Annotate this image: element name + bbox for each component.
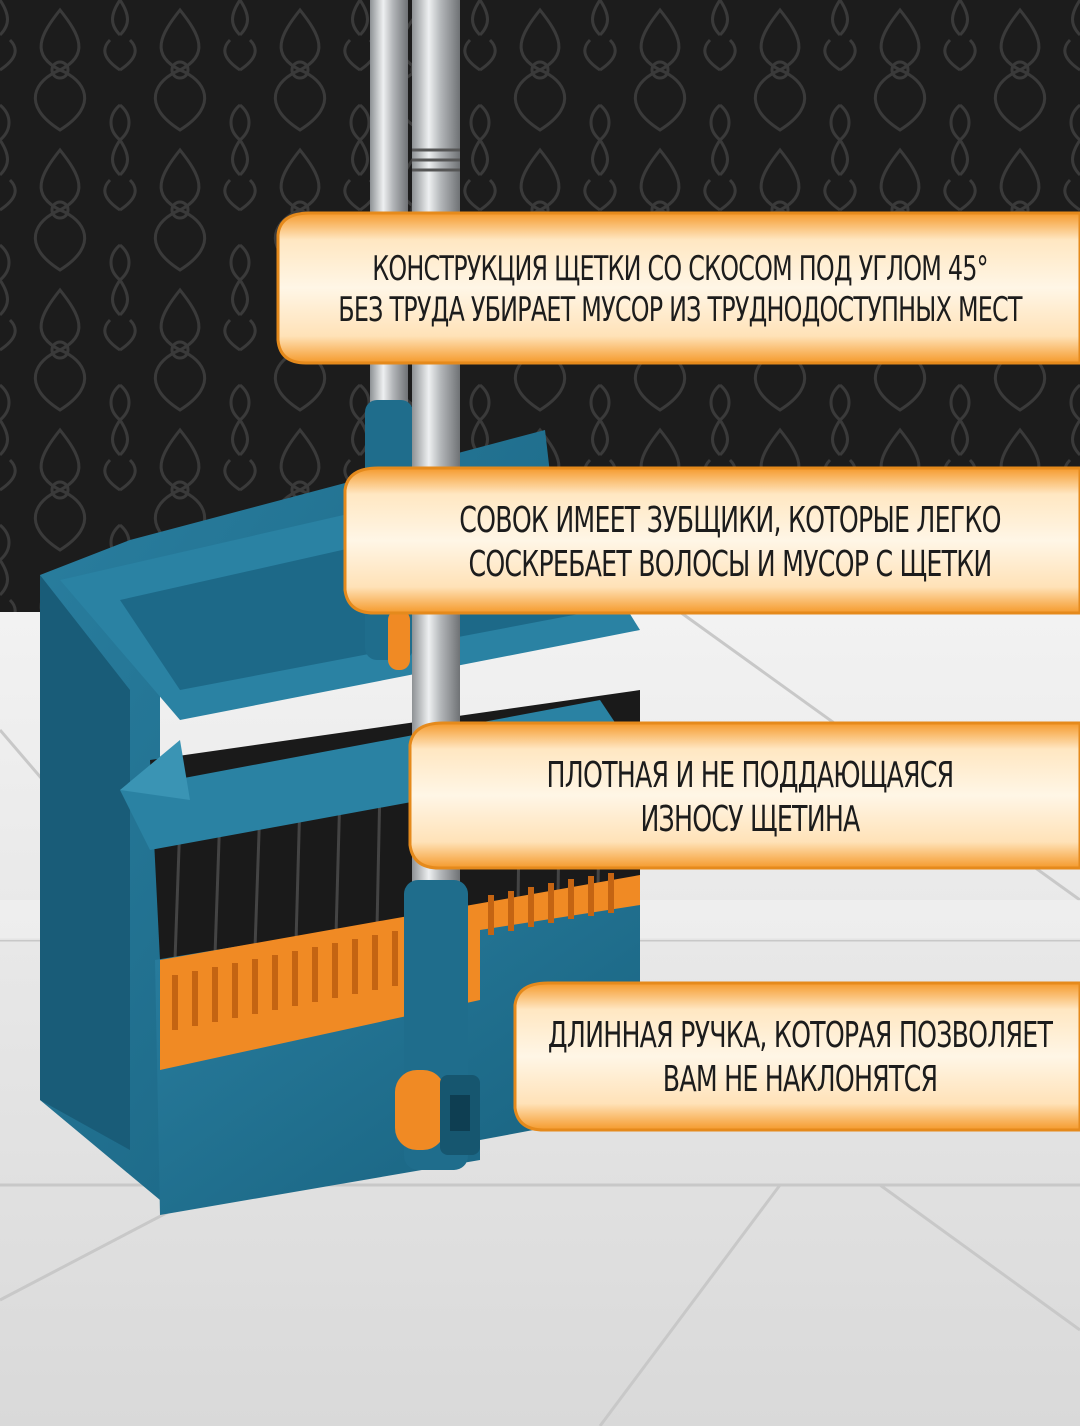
callout-line: БЕЗ ТРУДА УБИРАЕТ МУСОР ИЗ ТРУДНОДОСТУПН… (338, 290, 1022, 330)
callout-dense-bristles: ПЛОТНАЯ И НЕ ПОДДАЮЩАЯСЯ ИЗНОСУ ЩЕТИНА (493, 740, 1008, 855)
callout-line: ПЛОТНАЯ И НЕ ПОДДАЮЩАЯСЯ (546, 755, 955, 797)
callout-line: ВАМ НЕ НАКЛОНЯТСЯ (662, 1058, 938, 1100)
callout-line: СОСКРЕБАЕТ ВОЛОСЫ И МУСОР С ЩЕТКИ (468, 543, 992, 585)
callout-line: КОНСТРУКЦИЯ ЩЕТКИ СО СКОСОМ ПОД УГЛОМ 45… (372, 249, 988, 290)
callout-long-handle: ДЛИННАЯ РУЧКА, КОТОРАЯ ПОЗВОЛЯЕТ ВАМ НЕ … (548, 1000, 1053, 1115)
callout-line: СОВОК ИМЕЕТ ЗУБЩИКИ, КОТОРЫЕ ЛЕГКО (459, 500, 1001, 542)
callout-line: ИЗНОСУ ЩЕТИНА (640, 798, 860, 840)
callout-dustpan-teeth: СОВОК ИМЕЕТ ЗУБЩИКИ, КОТОРЫЕ ЛЕГКО СОСКР… (434, 485, 1027, 600)
callout-line: ДЛИННАЯ РУЧКА, КОТОРАЯ ПОЗВОЛЯЕТ (547, 1015, 1053, 1057)
callout-angled-brush: КОНСТРУКЦИЯ ЩЕТКИ СО СКОСОМ ПОД УГЛОМ 45… (338, 230, 1022, 350)
callout-shapes (276, 211, 1080, 1132)
